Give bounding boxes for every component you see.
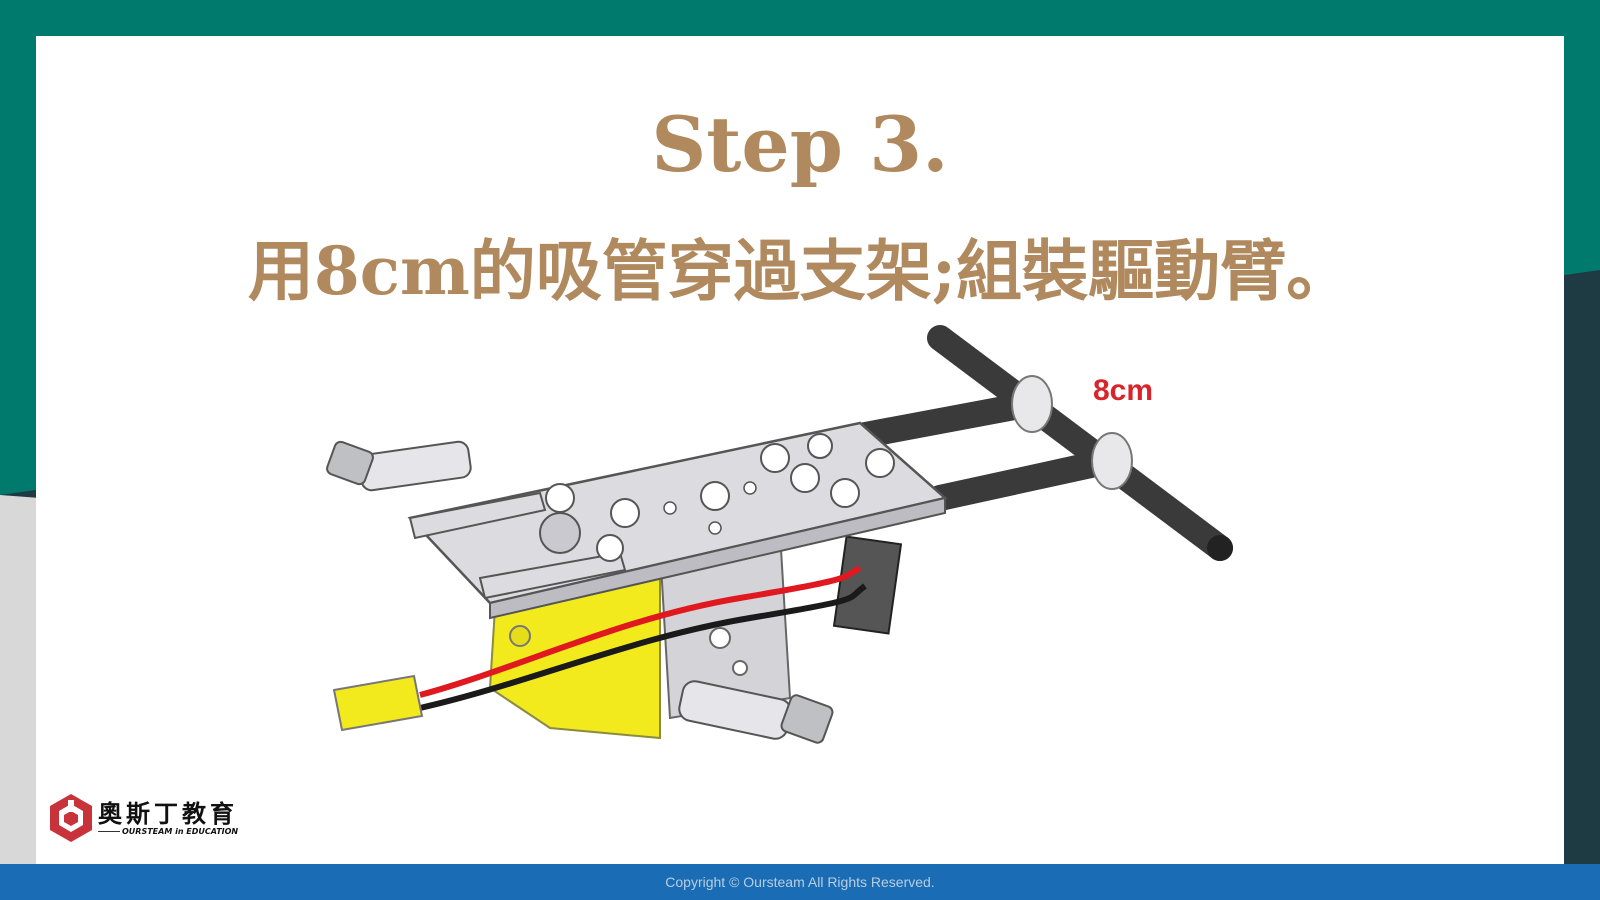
- knob-bottom: [780, 694, 834, 744]
- bracket-piece: [358, 440, 472, 492]
- logo-tagline: OURSTEAM in EDUCATION: [122, 827, 239, 836]
- logo-name: 奧斯丁教育: [98, 800, 238, 828]
- motor-screw: [509, 625, 531, 647]
- rod-joint: [1011, 375, 1053, 433]
- wire-connector: [332, 674, 424, 732]
- gear-hole: [709, 627, 731, 649]
- wire-black: [419, 583, 867, 711]
- brand-logo: 奧斯丁教育 OURSTEAM in EDUCATION: [48, 792, 258, 848]
- plate-arm: [478, 551, 627, 600]
- footer-bar: Copyright © Oursteam All Rights Reserved…: [0, 864, 1600, 900]
- logo-cube-icon: [50, 794, 92, 842]
- gear-hole: [732, 660, 748, 676]
- assembly-illustration: 8cm: [326, 325, 1233, 744]
- slide-title: Step 3.: [651, 100, 949, 189]
- dimension-label: 8cm: [1093, 374, 1153, 407]
- straw-rod-upper: [847, 393, 1033, 449]
- logo-divider: [98, 831, 120, 832]
- wire-red: [419, 565, 862, 698]
- knob-left: [326, 440, 374, 486]
- rod-joint: [1091, 432, 1133, 490]
- footer-copyright: Copyright © Oursteam All Rights Reserved…: [665, 874, 935, 890]
- straw-rod-cross: [927, 325, 1233, 561]
- plate-arm: [408, 491, 547, 540]
- slide-subtitle: 用8cm的吸管穿過支架;組裝驅動臂。: [247, 232, 1353, 310]
- straw-rod-lower: [927, 450, 1113, 511]
- switch-block: [832, 535, 903, 635]
